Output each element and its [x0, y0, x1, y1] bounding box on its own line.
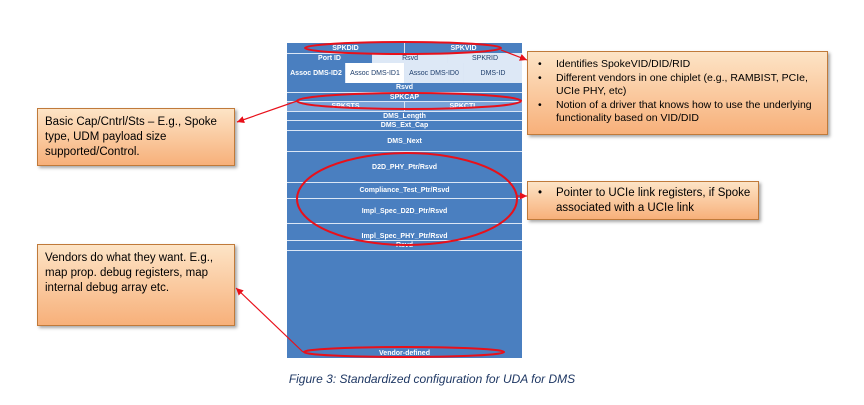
dms-next-field: DMS_Next — [387, 137, 422, 145]
port-id-field: Port ID — [318, 55, 341, 62]
figure-caption: Figure 3: Standardized configuration for… — [288, 372, 576, 386]
dms-length-field: DMS_Length — [383, 112, 426, 120]
d2d-phy-ptr-field: D2D_PHY_Ptr/Rsvd — [372, 163, 437, 171]
spkrid-field: SPKRID — [447, 54, 522, 63]
row-assoc-dms: Assoc DMS-ID2 Assoc DMS-ID1 Assoc DMS-ID… — [287, 63, 522, 83]
rsvd-field-b: Rsvd — [395, 84, 414, 91]
row-d2d-phy: D2D_PHY_Ptr/Rsvd — [287, 152, 522, 182]
dms-ext-cap-field: DMS_Ext_Cap — [380, 122, 429, 129]
compliance-test-ptr-field: Compliance_Test_Ptr/Rsvd — [359, 187, 450, 194]
row-impl-d2d: Impl_Spec_D2D_Ptr/Rsvd — [287, 199, 522, 223]
rsvd-field-a: Rsvd — [372, 54, 448, 63]
callout-vendors: Vendors do what they want. E.g., map pro… — [37, 244, 235, 326]
arrow-basic-cap — [236, 100, 298, 124]
assoc-dms-id0-field: Assoc DMS-ID0 — [404, 63, 463, 83]
row-dms-next: DMS_Next — [287, 131, 522, 151]
spksts-field: SPKSTS — [287, 102, 404, 111]
vendor-defined-field: Vendor-defined — [379, 350, 430, 357]
pointer-bullet: •Pointer to UCIe link registers, if Spok… — [538, 187, 751, 214]
spkcap-field: SPKCAP — [389, 93, 420, 101]
assoc-dms-id1-field: Assoc DMS-ID1 — [345, 63, 404, 83]
arrow-spoke-ids — [500, 49, 528, 61]
row-dms-ext-cap: DMS_Ext_Cap — [287, 121, 522, 130]
row-compliance: Compliance_Test_Ptr/Rsvd — [287, 183, 522, 198]
spoke-ids-bullet-3: •Notion of a driver that knows how to us… — [538, 98, 812, 125]
row-rsvd-1: Rsvd — [287, 83, 522, 92]
row-spksts: SPKSTS SPKCTL — [287, 102, 522, 111]
spkdid-field: SPKDID — [332, 44, 359, 52]
impl-spec-d2d-ptr-field: Impl_Spec_D2D_Ptr/Rsvd — [361, 207, 448, 215]
arrow-vendors — [235, 287, 304, 353]
callout-spoke-ids: •Identifies SpokeVID/DID/RID •Different … — [527, 51, 828, 135]
dms-id-field: DMS-ID — [463, 63, 522, 83]
ellipse-pointers — [296, 152, 518, 246]
spkvid-field: SPKVID — [404, 43, 522, 53]
basic-cap-text: Basic Cap/Cntrl/Sts – E.g., Spoke type, … — [45, 116, 217, 158]
vendors-text: Vendors do what they want. E.g., map pro… — [45, 252, 214, 294]
row-portid: Port ID Rsvd SPKRID — [287, 54, 522, 63]
row-vendor-defined: Vendor-defined — [287, 251, 522, 358]
impl-spec-phy-ptr-field: Impl_Spec_PHY_Ptr/Rsvd — [361, 233, 448, 240]
ellipse-cap-ctl — [296, 92, 522, 110]
row-spkcap: SPKCAP — [287, 93, 522, 101]
spoke-ids-bullet-1: •Identifies SpokeVID/DID/RID — [538, 58, 691, 70]
ellipse-vendor-defined — [303, 346, 505, 358]
callout-pointer: •Pointer to UCIe link registers, if Spok… — [527, 181, 759, 220]
callout-basic-cap: Basic Cap/Cntrl/Sts – E.g., Spoke type, … — [37, 108, 235, 166]
ellipse-spoke-ids — [304, 41, 502, 55]
assoc-dms-id2-field: Assoc DMS-ID2 — [290, 69, 342, 77]
spkctl-field: SPKCTL — [404, 102, 522, 111]
row-impl-phy: Impl_Spec_PHY_Ptr/Rsvd — [287, 224, 522, 240]
row-dms-length: DMS_Length — [287, 112, 522, 120]
spoke-ids-bullet-2: •Different vendors in one chiplet (e.g.,… — [538, 71, 808, 98]
row-spkdid-spkvid: SPKDID SPKVID — [287, 43, 522, 53]
